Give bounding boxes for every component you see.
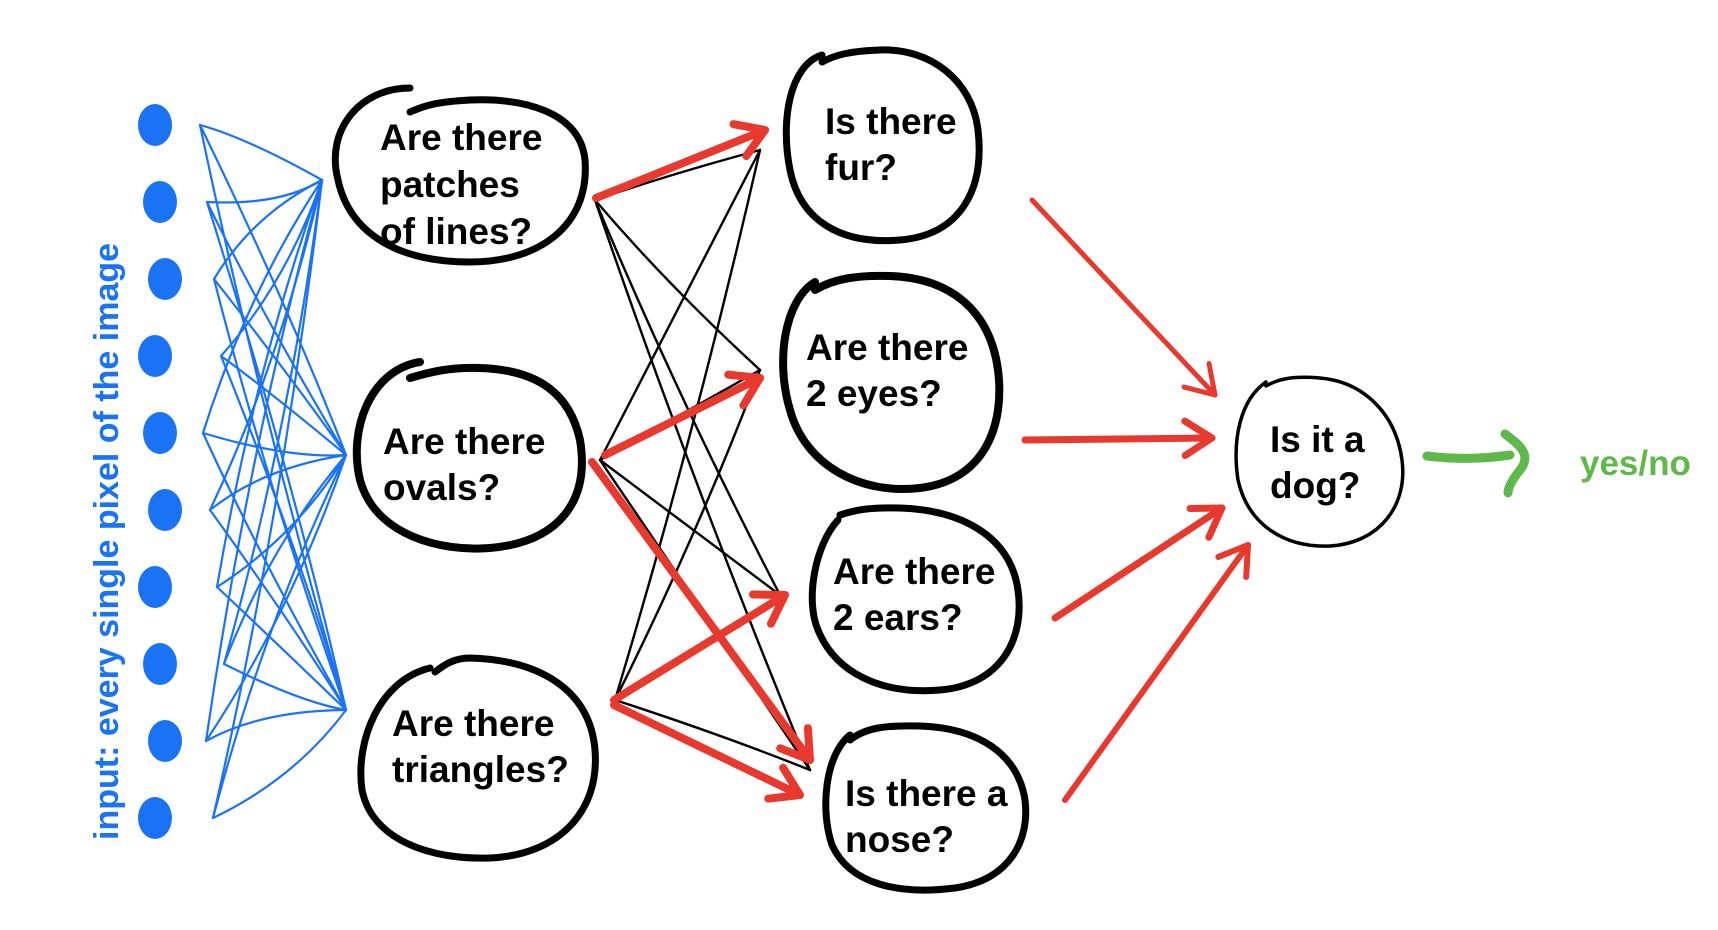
input-pixel	[148, 489, 182, 531]
input-connection	[211, 178, 324, 820]
node-text-line: nose?	[845, 819, 954, 860]
node-text-line: Is there a	[845, 773, 1008, 814]
node-text-line: of lines?	[380, 211, 532, 252]
hidden-connection	[613, 148, 762, 702]
strong-connection-arrow	[1062, 542, 1251, 803]
input-pixel	[138, 335, 172, 377]
node-text-line: Is it a	[1270, 419, 1365, 460]
node-text-line: fur?	[825, 147, 897, 188]
input-connection	[201, 431, 348, 712]
node-text-line: Are there	[392, 703, 554, 744]
hidden-connection	[593, 198, 812, 772]
input-connection	[208, 508, 348, 712]
node-text-line: patches	[380, 164, 520, 205]
input-connection	[222, 453, 348, 666]
result-label: yes/no	[1580, 444, 1691, 483]
node-text-line: triangles?	[392, 749, 569, 790]
input-connection	[222, 662, 348, 712]
input-pixel	[138, 104, 172, 146]
hidden-connection	[593, 198, 782, 597]
hidden-connection	[593, 198, 762, 372]
strong-connections	[588, 120, 1251, 803]
node-triangles: Are there triangles?	[357, 654, 599, 862]
input-label: input: every single pixel of the image	[88, 243, 126, 840]
input-connections	[198, 123, 348, 820]
node-text-line: Are there	[380, 117, 542, 158]
input-pixel	[138, 797, 172, 839]
node-text-line: Are there	[383, 421, 545, 462]
node-text-line: dog?	[1270, 465, 1360, 506]
hidden-connection	[598, 458, 782, 597]
input-pixel	[138, 566, 172, 608]
input-connection	[215, 178, 324, 589]
node-is-it-a-dog: Is it a dog?	[1234, 375, 1405, 548]
node-ovals: Are there ovals?	[352, 358, 586, 553]
input-connection	[198, 123, 348, 457]
input-connection	[212, 178, 324, 281]
node-text-line: 2 ears?	[833, 597, 963, 638]
input-connection	[212, 277, 348, 457]
strong-connection-arrow	[588, 458, 814, 764]
node-text-line: 2 eyes?	[806, 373, 942, 414]
node-nose: Is there a nose?	[822, 722, 1030, 894]
input-connection	[201, 178, 324, 435]
strong-connection-arrow	[1029, 197, 1218, 398]
input-connection	[205, 200, 348, 712]
input-connection	[208, 178, 324, 512]
input-pixels	[138, 104, 182, 839]
hidden-connections	[593, 148, 812, 772]
input-pixel	[143, 643, 177, 685]
output-arrow	[1422, 429, 1530, 498]
strong-connection-arrow	[592, 120, 769, 202]
node-text-line: ovals?	[383, 467, 500, 508]
input-pixel	[143, 181, 177, 223]
input-connection	[219, 354, 348, 457]
input-connection	[211, 453, 348, 820]
hidden-connection	[598, 148, 762, 462]
hidden-connection	[613, 368, 762, 702]
node-patches-of-lines: Are there patches of lines?	[331, 84, 589, 266]
input-pixel	[143, 412, 177, 454]
input-connection	[205, 178, 324, 204]
node-text-line: Is there	[825, 101, 957, 142]
strong-connection-arrow	[610, 590, 789, 704]
input-connection	[215, 453, 348, 589]
input-pixel	[148, 258, 182, 300]
input-connection	[222, 178, 324, 666]
input-connection	[198, 123, 324, 182]
node-fur: Is there fur?	[782, 46, 983, 245]
input-connection	[211, 708, 348, 820]
input-pixel	[148, 720, 182, 762]
input-connection	[219, 354, 348, 712]
input-connection	[201, 431, 348, 457]
strong-connection-arrow	[610, 701, 804, 803]
node-ears: Are there 2 ears?	[808, 504, 1023, 695]
strong-connection-arrow	[601, 370, 764, 459]
node-text-line: Are there	[806, 327, 968, 368]
node-text-line: Are there	[833, 551, 995, 592]
input-connection	[204, 178, 324, 743]
input-connection	[204, 708, 348, 743]
input-connection	[205, 200, 348, 457]
node-eyes: Are there 2 eyes?	[779, 271, 1004, 493]
strong-connection-arrow	[1021, 417, 1216, 459]
input-connection	[204, 453, 348, 743]
hidden-connection	[613, 698, 812, 772]
strong-connection-arrow	[1051, 504, 1226, 622]
